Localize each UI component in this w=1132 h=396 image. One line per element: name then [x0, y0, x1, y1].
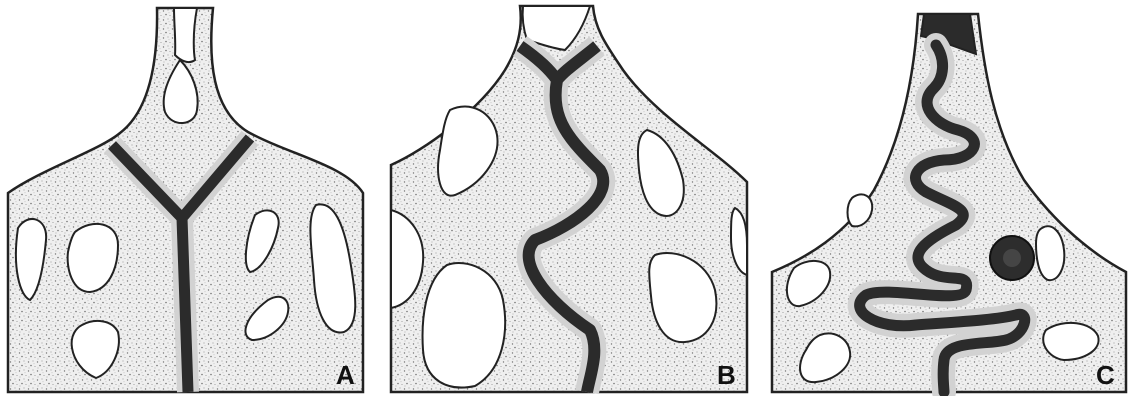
panel-a-drawing: A	[0, 0, 370, 396]
panel-c-drawing: C	[766, 0, 1132, 396]
panel-label: C	[1096, 360, 1115, 390]
panel-c: C	[766, 0, 1132, 396]
panel-b: B	[385, 0, 755, 396]
panel-label: B	[717, 360, 736, 390]
panel-label: A	[336, 360, 355, 390]
cavity	[1036, 226, 1064, 280]
cavity	[423, 263, 506, 387]
panel-b-drawing: B	[385, 0, 755, 396]
dark-nodule-core	[1003, 249, 1021, 267]
panel-a: A	[0, 0, 370, 396]
upper-canal-opening	[174, 8, 197, 62]
